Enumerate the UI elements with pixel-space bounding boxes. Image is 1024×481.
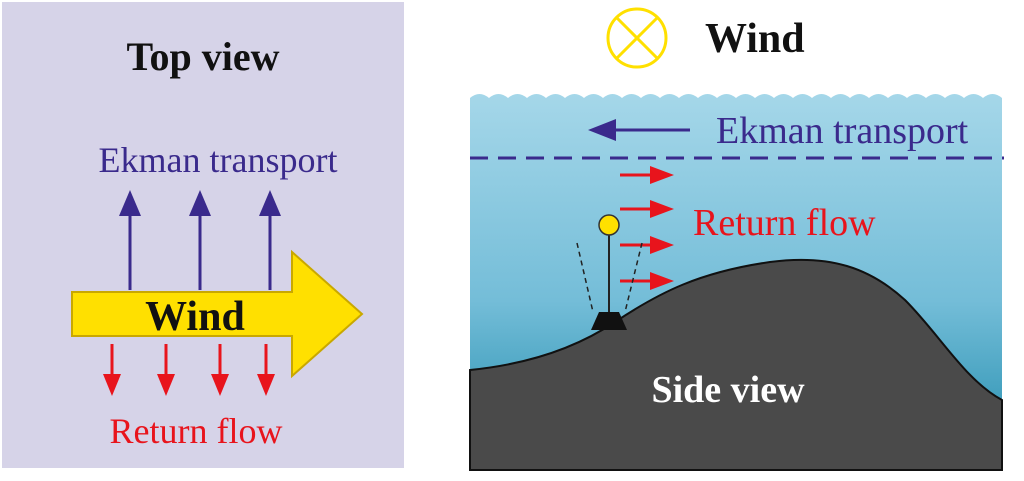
- top-view-title: Top view: [126, 34, 279, 79]
- seabed: [469, 258, 1003, 471]
- return-arrow-down-icon: [103, 344, 121, 396]
- return-arrow-down-icon: [157, 344, 175, 396]
- ekman-arrow-up-icon: [189, 190, 211, 290]
- return-arrow-down-icon: [211, 344, 229, 396]
- top-view-panel: Top view Ekman transport Wind: [2, 2, 404, 468]
- side-view-title: Side view: [651, 369, 805, 411]
- mooring-instrument-icon: [576, 214, 643, 330]
- top-view-return-label: Return flow: [110, 411, 283, 451]
- wind-arrow-icon: [71, 249, 364, 379]
- top-view-background: [2, 2, 404, 468]
- return-arrow-down-icon: [257, 344, 275, 396]
- return-flow-arrows: [103, 344, 275, 396]
- return-arrow-right-icon: [620, 166, 674, 184]
- return-arrow-right-icon: [620, 272, 674, 290]
- ekman-arrow-left-icon: [588, 119, 690, 141]
- side-view-panel: Wind Ekman transport: [469, 7, 1004, 471]
- side-return-flow-arrows: [620, 166, 674, 290]
- ekman-arrow-up-icon: [119, 190, 141, 290]
- return-arrow-right-icon: [620, 236, 674, 254]
- side-view-ekman-label: Ekman transport: [716, 110, 969, 152]
- ekman-arrow-up-icon: [259, 190, 281, 290]
- top-view-wind-label: Wind: [145, 294, 245, 340]
- return-arrow-right-icon: [620, 200, 674, 218]
- side-view-wind-label: Wind: [705, 16, 805, 62]
- top-view-ekman-label: Ekman transport: [99, 140, 338, 180]
- side-view-return-label: Return flow: [693, 202, 876, 244]
- ekman-transport-arrows: [119, 190, 281, 290]
- wind-into-page-icon: [606, 7, 668, 69]
